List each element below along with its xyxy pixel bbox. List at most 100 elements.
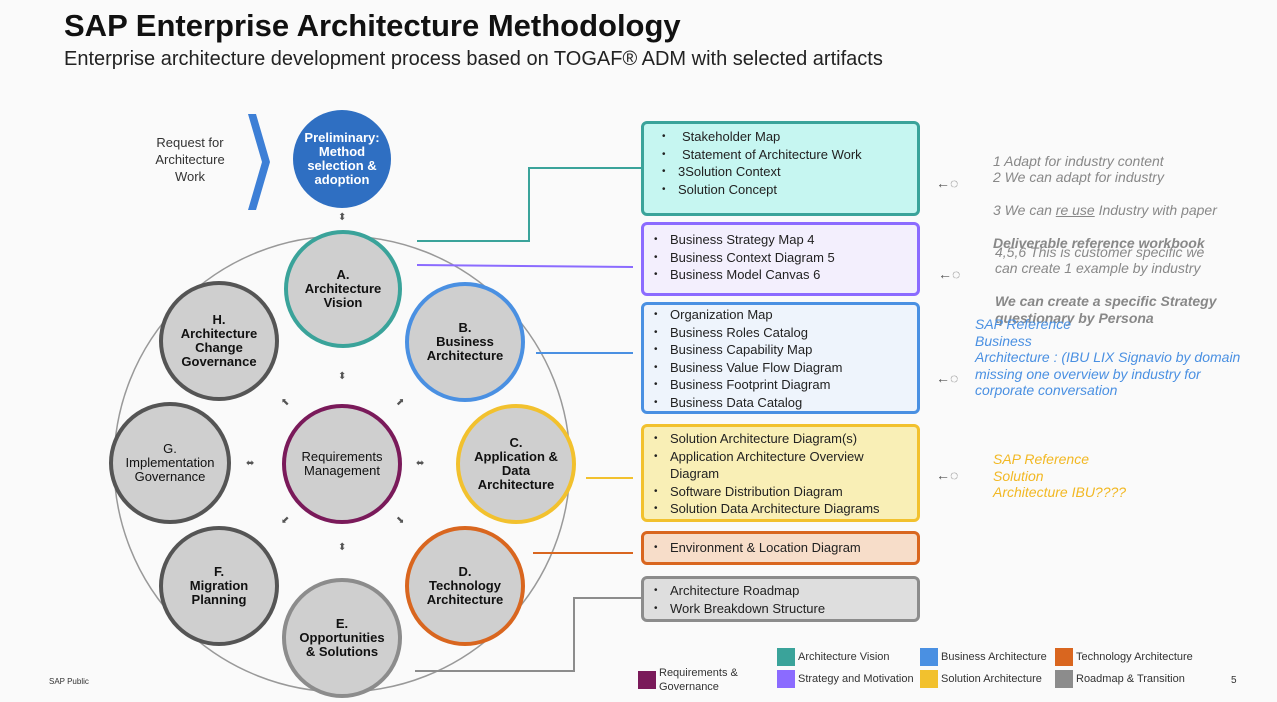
artifact-item: Solution Data Architecture Diagrams <box>654 500 909 518</box>
phase-f-label: F. Migration Planning <box>189 564 249 607</box>
phase-c-application-data-architecture[interactable]: C. Application & Data Architecture <box>456 404 576 524</box>
artifact-item: Business Capability Map <box>654 341 909 359</box>
artifact-item: Application Architecture Overview Diagra… <box>654 448 909 483</box>
phase-preliminary[interactable]: Preliminary: Method selection & adoption <box>293 110 391 208</box>
note-strategy: 4,5,6 This is customer specific we can c… <box>995 227 1217 326</box>
requirements-management-label: Requirements Management <box>301 449 383 478</box>
artifact-item: Solution Concept <box>662 181 909 199</box>
legend-architecture-vision: Architecture Vision <box>777 648 890 666</box>
artifact-item: Software Distribution Diagram <box>654 483 909 501</box>
phase-e-label: E. Opportunities & Solutions <box>299 616 385 659</box>
artifact-item: Environment & Location Diagram <box>654 539 909 557</box>
artifact-list: Environment & Location Diagram <box>652 539 909 557</box>
phase-d-label: D. Technology Architecture <box>426 564 504 607</box>
legend-strategy-motivation: Strategy and Motivation <box>777 670 914 688</box>
phase-f-migration-planning[interactable]: F. Migration Planning <box>159 526 279 646</box>
note-strategy-bold: We can create a specific Strategy questi… <box>995 293 1217 326</box>
legend-swatch <box>777 648 795 666</box>
arrow-updown-icon: ⬍ <box>338 212 347 223</box>
phase-e-opportunities-solutions[interactable]: E. Opportunities & Solutions <box>282 578 402 698</box>
note-strategy-lines: 4,5,6 This is customer specific we can c… <box>995 243 1205 277</box>
legend-swatch <box>777 670 795 688</box>
legend-technology-architecture: Technology Architecture <box>1055 648 1193 666</box>
arrow-updown-icon: ⬍ <box>338 542 347 553</box>
phase-a-label: A. Architecture Vision <box>304 267 382 310</box>
chevron-right-icon <box>248 114 270 210</box>
phase-g-label: G. Implementation Governance <box>125 441 215 484</box>
note-vision: 1 Adapt for industry content 2 We can ad… <box>993 136 1217 252</box>
phase-h-label: H. Architecture Change Governance <box>180 312 258 369</box>
legend-label: Solution Architecture <box>941 673 1042 685</box>
legend-swatch <box>920 670 938 688</box>
page-subtitle: Enterprise architecture development proc… <box>64 48 883 70</box>
artifact-list: Solution Architecture Diagram(s) Applica… <box>652 430 909 518</box>
note-business: SAP Reference Business Architecture : (I… <box>975 316 1241 398</box>
artifact-item: Business Model Canvas 6 <box>654 266 909 284</box>
phase-preliminary-label: Preliminary: Method selection & adoption <box>304 130 380 187</box>
note-solution: SAP Reference Solution Architecture IBU?… <box>993 451 1127 500</box>
artifact-item: Architecture Roadmap <box>654 582 909 600</box>
phase-b-label: B. Business Architecture <box>426 320 504 363</box>
phase-c-label: C. Application & Data Architecture <box>474 435 558 492</box>
note-vision-line3a: 3 We can <box>993 202 1056 218</box>
artifact-box-business: Organization Map Business Roles Catalog … <box>641 302 920 414</box>
arrow-diagonal-icon: ⬈ <box>396 397 405 408</box>
feedback-loop-icon: ←◌ <box>936 467 959 483</box>
artifact-list: Architecture Roadmap Work Breakdown Stru… <box>652 582 909 617</box>
artifact-item: Statement of Architecture Work <box>662 146 909 164</box>
legend-label: Strategy and Motivation <box>798 673 914 685</box>
legend-label: Requirements & Governance <box>659 667 738 693</box>
classification-label: SAP Public <box>49 677 89 686</box>
note-vision-line3b: re use <box>1055 202 1095 218</box>
artifact-item: Business Context Diagram 5 <box>654 249 909 267</box>
artifact-item: Stakeholder Map <box>662 128 909 146</box>
legend-business-architecture: Business Architecture <box>920 648 1047 666</box>
artifact-item: Organization Map <box>654 306 909 324</box>
arrow-updown-icon: ⬍ <box>338 371 347 382</box>
arrow-leftright-icon: ⬌ <box>416 458 425 469</box>
legend-roadmap-transition: Roadmap & Transition <box>1055 670 1185 688</box>
note-vision-lines: 1 Adapt for industry content 2 We can ad… <box>993 152 1164 186</box>
feedback-loop-icon: ←◌ <box>936 175 959 191</box>
phase-h-architecture-change-governance[interactable]: H. Architecture Change Governance <box>159 281 279 401</box>
feedback-loop-icon: ←◌ <box>936 370 959 386</box>
legend-requirements-governance: Requirements & Governance <box>638 666 738 694</box>
artifact-item: Business Roles Catalog <box>654 324 909 342</box>
artifact-item: Solution Architecture Diagram(s) <box>654 430 909 448</box>
legend-label: Architecture Vision <box>798 651 890 663</box>
artifact-list: Business Strategy Map 4 Business Context… <box>652 231 909 284</box>
phase-d-technology-architecture[interactable]: D. Technology Architecture <box>405 526 525 646</box>
artifact-item: Business Value Flow Diagram <box>654 359 909 377</box>
feedback-loop-icon: ←◌ <box>938 266 961 282</box>
artifact-item: 3Solution Context <box>662 163 909 181</box>
artifact-box-roadmap: Architecture Roadmap Work Breakdown Stru… <box>641 576 920 622</box>
legend-swatch <box>1055 648 1073 666</box>
requirements-management[interactable]: Requirements Management <box>282 404 402 524</box>
arrow-diagonal-icon: ⬋ <box>281 515 290 526</box>
artifact-item: Work Breakdown Structure <box>654 600 909 618</box>
artifact-box-vision: Stakeholder Map Statement of Architectur… <box>641 121 920 216</box>
artifact-list: Organization Map Business Roles Catalog … <box>652 306 909 411</box>
artifact-item: Business Data Catalog <box>654 394 909 412</box>
note-vision-bold: Deliverable reference workbook <box>993 235 1205 251</box>
artifact-box-strategy: Business Strategy Map 4 Business Context… <box>641 222 920 296</box>
legend-solution-architecture: Solution Architecture <box>920 670 1042 688</box>
phase-g-implementation-governance[interactable]: G. Implementation Governance <box>109 402 231 524</box>
legend-label: Business Architecture <box>941 651 1047 663</box>
legend-swatch <box>920 648 938 666</box>
artifact-item: Business Footprint Diagram <box>654 376 909 394</box>
arrow-diagonal-icon: ⬉ <box>281 397 290 408</box>
request-label: Request for Architecture Work <box>155 135 225 184</box>
phase-a-architecture-vision[interactable]: A. Architecture Vision <box>284 230 402 348</box>
artifact-list: Stakeholder Map Statement of Architectur… <box>660 128 909 198</box>
legend-label: Technology Architecture <box>1076 651 1193 663</box>
arrow-diagonal-icon: ⬊ <box>396 515 405 526</box>
arrow-leftright-icon: ⬌ <box>246 458 255 469</box>
artifact-box-solution: Solution Architecture Diagram(s) Applica… <box>641 424 920 522</box>
note-vision-line3c: Industry with paper <box>1094 202 1217 218</box>
legend-label: Roadmap & Transition <box>1076 673 1185 685</box>
phase-b-business-architecture[interactable]: B. Business Architecture <box>405 282 525 402</box>
artifact-box-technology: Environment & Location Diagram <box>641 531 920 565</box>
page-title: SAP Enterprise Architecture Methodology <box>64 8 681 43</box>
page-number: 5 <box>1231 675 1237 686</box>
